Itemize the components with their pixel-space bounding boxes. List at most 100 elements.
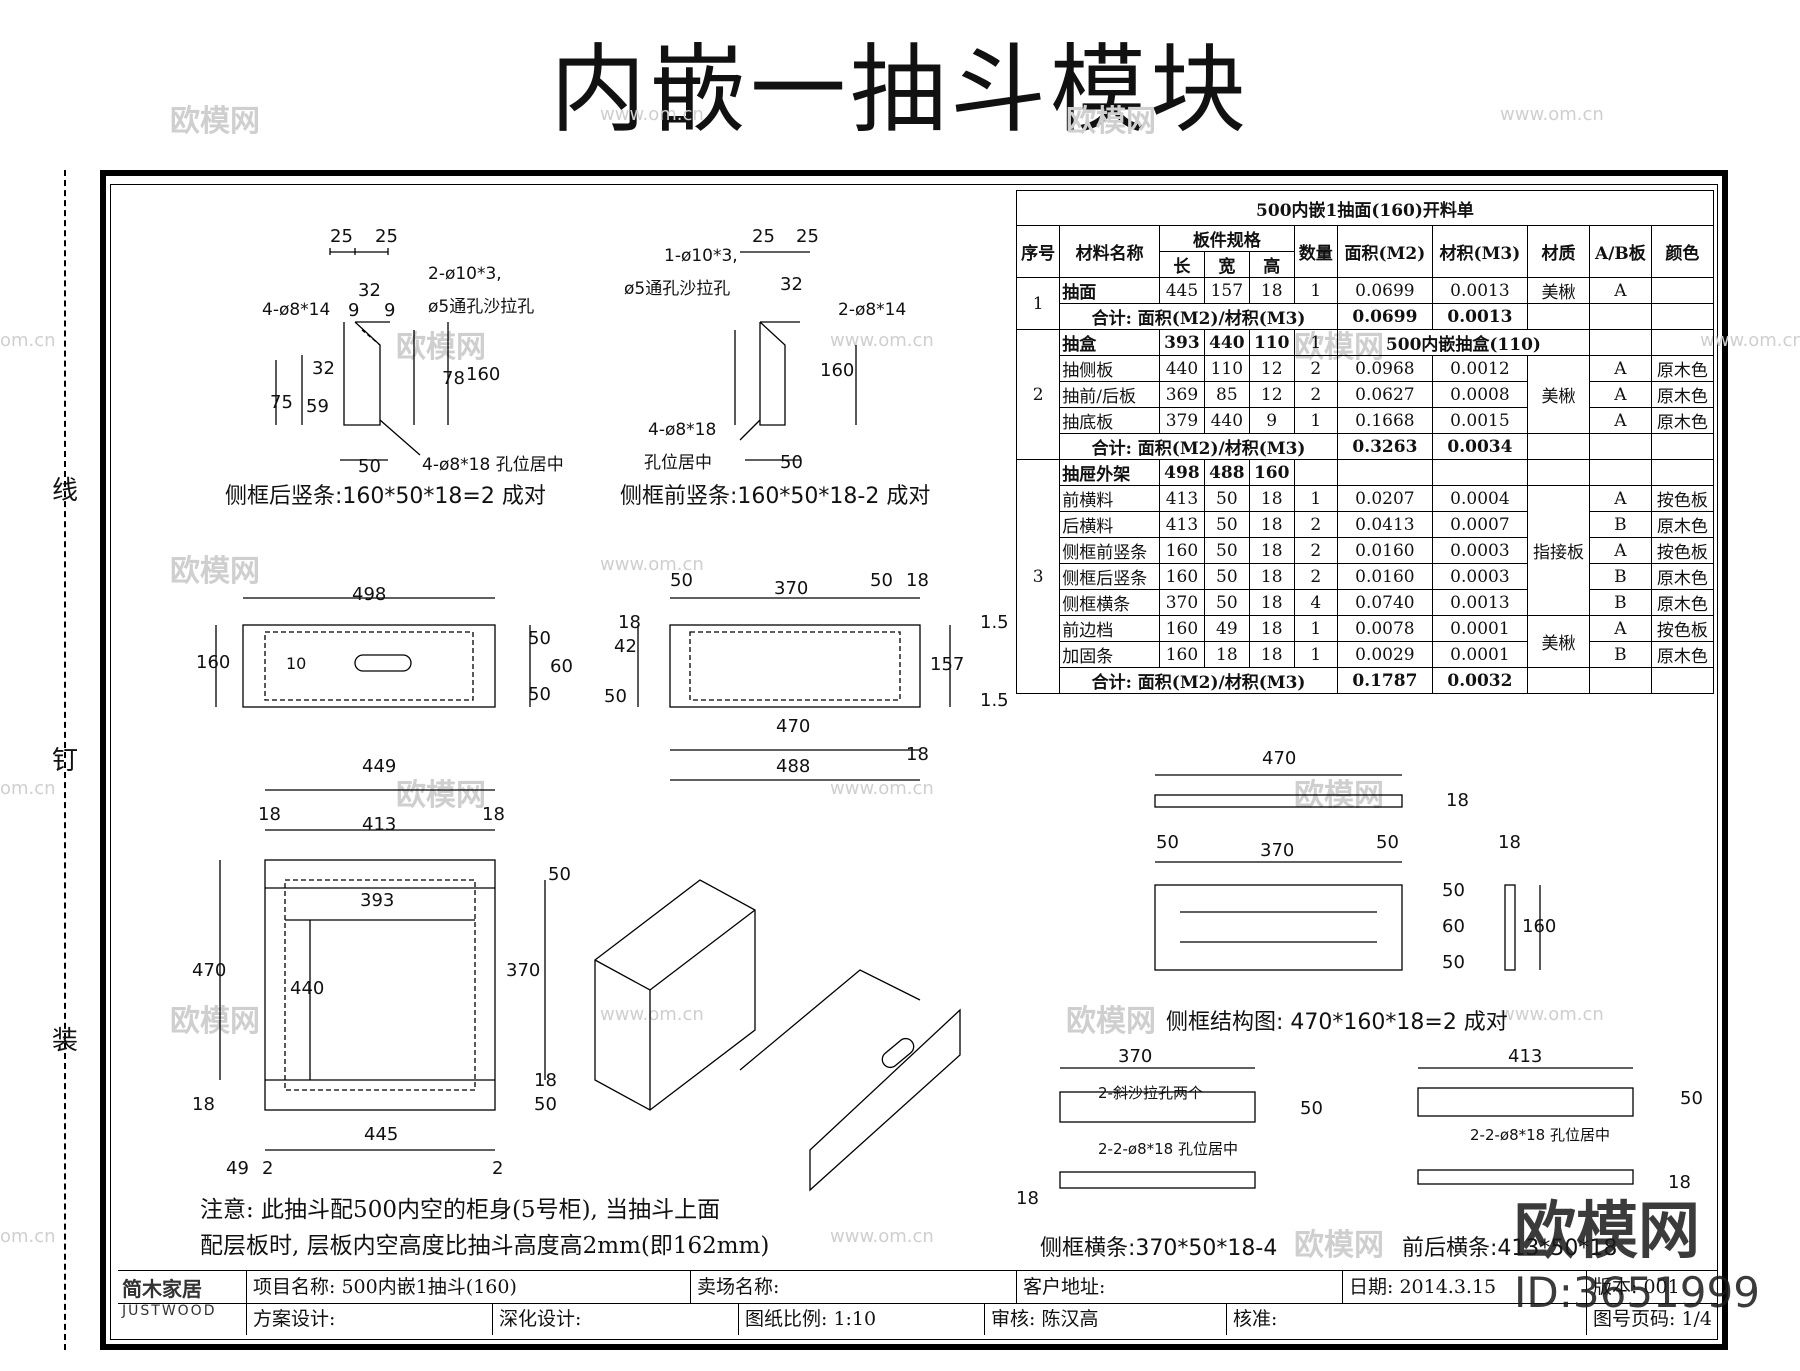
page-title: 内嵌一抽斗模块 bbox=[550, 34, 1250, 146]
dim-label: 49 bbox=[226, 1158, 249, 1179]
dim-label: 157 bbox=[930, 654, 965, 675]
watermark-url: www.om.cn bbox=[830, 778, 934, 799]
watermark-logo: 欧模网 bbox=[1514, 1194, 1701, 1267]
table-row: 侧框后竖条 160 50 18 2 0.0160 0.0003 B 原木色 bbox=[1017, 563, 1715, 590]
col-header: 板件规格 bbox=[1158, 225, 1295, 252]
version: 版本: 001 bbox=[1586, 1271, 1718, 1303]
dim-label: 50 bbox=[358, 456, 381, 477]
hole-note: 2-ø10*3, bbox=[428, 264, 502, 284]
dim-label: 50 bbox=[1156, 832, 1179, 853]
plan-view bbox=[219, 789, 546, 1151]
table-total-row: 合计: 面积(M2)/材积(M3) 0.3263 0.0034 bbox=[1017, 433, 1715, 460]
watermark-url: www.om.cn bbox=[1500, 1004, 1604, 1025]
dim-label: 18 bbox=[906, 570, 929, 591]
dim-label: 50 bbox=[534, 1094, 557, 1115]
side-rail-views bbox=[1059, 1067, 1634, 1189]
store-name: 卖场名称: bbox=[690, 1271, 1016, 1303]
table-row: 后横料 413 50 18 2 0.0413 0.0007 B 原木色 bbox=[1017, 511, 1715, 538]
front-view bbox=[215, 597, 531, 708]
dim-label: 160 bbox=[1522, 916, 1557, 937]
dim-label: 445 bbox=[364, 1124, 399, 1145]
watermark: 欧模网 bbox=[170, 104, 260, 139]
brand-logo: 简木家居 JUSTWOOD bbox=[122, 1278, 240, 1328]
fb-rail-caption: 前后横条:413*50*18 bbox=[1402, 1236, 1618, 1261]
drawing-sheet-border bbox=[100, 170, 1728, 1350]
dim-label: 18 bbox=[906, 744, 929, 765]
rear-stile-view bbox=[275, 248, 449, 461]
side-frame-caption: 侧框结构图: 470*160*18=2 成对 bbox=[1166, 1010, 1508, 1035]
dim-label: 393 bbox=[360, 890, 395, 911]
designer: 方案设计: bbox=[246, 1303, 492, 1335]
table-row: 抽前/后板 369 85 12 2 0.0627 0.0008 A 原木色 bbox=[1017, 381, 1715, 408]
watermark-url: www.om.cn bbox=[600, 104, 704, 125]
watermark: 欧模网 bbox=[1066, 104, 1156, 139]
dim-label: 488 bbox=[776, 756, 811, 777]
dim-label: 25 bbox=[375, 226, 398, 247]
dim-label: 50 bbox=[1442, 880, 1465, 901]
col-header: 序号 bbox=[1015, 225, 1061, 278]
dim-label: 50 bbox=[870, 570, 893, 591]
binding-mark-bind: 装 bbox=[52, 1026, 79, 1056]
watermark-url-partial: om.cn bbox=[0, 778, 56, 799]
watermark-url: www.om.cn bbox=[600, 554, 704, 575]
brand-name-en: JUSTWOOD bbox=[122, 1303, 217, 1319]
col-header: 材质 bbox=[1526, 225, 1591, 278]
table-total-row: 合计: 面积(M2)/材积(M3) 0.1787 0.0032 bbox=[1017, 667, 1715, 694]
dim-label: 370 bbox=[506, 960, 541, 981]
dim-label: 42 bbox=[614, 636, 637, 657]
dim-label: 50 bbox=[1680, 1088, 1703, 1109]
dim-label: 50 bbox=[528, 628, 551, 649]
side-frame-views bbox=[1154, 774, 1541, 971]
rear-stile-caption: 侧框后竖条:160*50*18=2 成对 bbox=[225, 484, 546, 509]
dim-label: 18 bbox=[482, 804, 505, 825]
dim-label: 18 bbox=[1668, 1172, 1691, 1193]
dim-label: 470 bbox=[192, 960, 227, 981]
cut-list-title: 500内嵌1抽面(160)开料单 bbox=[1016, 190, 1714, 226]
hole-note: 4-ø8*18 bbox=[648, 420, 717, 440]
binding-line bbox=[64, 170, 66, 1350]
col-header: 高 bbox=[1248, 251, 1295, 278]
col-header: 数量 bbox=[1293, 225, 1338, 278]
binding-mark-nail: 钉 bbox=[52, 746, 79, 776]
dim-label: 470 bbox=[776, 716, 811, 737]
dim-label: 75 bbox=[270, 392, 293, 413]
dim-label: 50 bbox=[780, 452, 803, 473]
dim-label: 50 bbox=[1376, 832, 1399, 853]
front-stile-caption: 侧框前竖条:160*50*18-2 成对 bbox=[620, 484, 931, 509]
watermark: 欧模网 bbox=[396, 778, 486, 813]
hole-note: 4-ø8*18 孔位居中 bbox=[422, 455, 564, 475]
dim-label: 18 bbox=[258, 804, 281, 825]
hole-note: 2-斜沙拉孔两个 bbox=[1098, 1084, 1203, 1102]
watermark: 欧模网 bbox=[1066, 1004, 1156, 1039]
checker: 审核: 陈汉高 bbox=[984, 1303, 1226, 1335]
hole-note: 1-ø10*3, bbox=[664, 246, 738, 266]
dim-label: 160 bbox=[820, 360, 855, 381]
dim-label: 50 bbox=[528, 684, 551, 705]
dim-label: 2 bbox=[492, 1158, 504, 1179]
watermark: 欧模网 bbox=[1294, 1228, 1384, 1263]
front-stile-view bbox=[734, 251, 857, 461]
dim-label: 2 bbox=[262, 1158, 274, 1179]
dim-label: 50 bbox=[548, 864, 571, 885]
brand-name: 简木家居 bbox=[122, 1277, 202, 1301]
dim-label: 1.5 bbox=[980, 612, 1009, 633]
hole-note: 2-ø8*14 bbox=[838, 300, 907, 320]
dim-label: 370 bbox=[774, 578, 809, 599]
drawing-inner-border bbox=[110, 184, 1718, 1340]
dim-label: 50 bbox=[604, 686, 627, 707]
dim-label: 18 bbox=[192, 1094, 215, 1115]
dim-label: 59 bbox=[306, 396, 329, 417]
dim-label: 32 bbox=[780, 274, 803, 295]
dim-label: 25 bbox=[330, 226, 353, 247]
dim-label: 50 bbox=[1442, 952, 1465, 973]
col-header: A/B板 bbox=[1589, 225, 1652, 278]
dim-label: 60 bbox=[1442, 916, 1465, 937]
dim-label: 1.5 bbox=[980, 690, 1009, 711]
hole-note: 4-ø8*14 bbox=[262, 300, 331, 320]
table-row: 抽侧板 440 110 12 2 0.0968 0.0012 美楸 A 原木色 bbox=[1017, 355, 1715, 434]
cut-list-table: 500内嵌1抽面(160)开料单 序号 材料名称 板件规格 数量 面积(M2) … bbox=[1015, 190, 1715, 694]
dim-label: 25 bbox=[752, 226, 775, 247]
table-row: 前边档 160 49 18 1 0.0078 0.0001 美楸 A 按色板 bbox=[1017, 615, 1715, 668]
dim-label: 440 bbox=[290, 978, 325, 999]
watermark-url: www.om.cn bbox=[600, 1004, 704, 1025]
